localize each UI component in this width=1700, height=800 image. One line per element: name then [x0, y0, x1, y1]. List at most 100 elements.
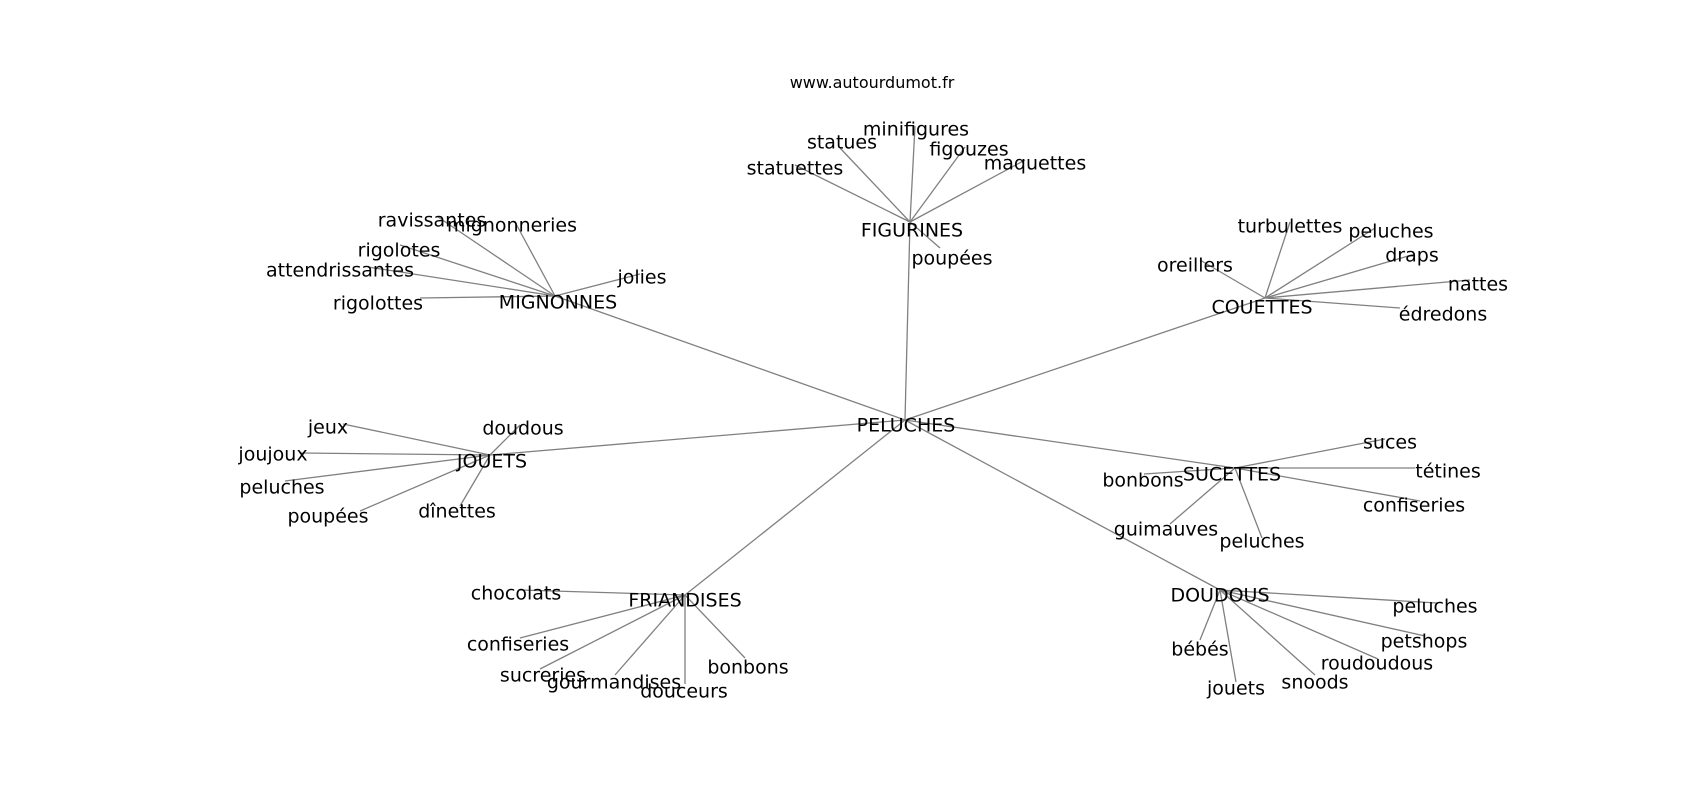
leaf-node-label: poupées [287, 506, 368, 528]
edge-group-to-leaf [614, 594, 686, 676]
edge-group-to-leaf [1264, 227, 1376, 299]
edge-group-to-leaf [684, 594, 746, 659]
edge-group-to-leaf [839, 147, 911, 223]
group-node-label: FRIANDISES [628, 590, 741, 612]
group-node-label: JOUETS [456, 451, 527, 473]
group-node-label: SUCETTES [1183, 464, 1281, 486]
edge-center-to-group [904, 221, 911, 421]
edge-group-to-leaf [1234, 467, 1263, 539]
leaf-node-label: douceurs [640, 681, 728, 703]
leaf-node-label: peluches [1392, 596, 1477, 618]
edge-group-to-leaf [1234, 467, 1421, 502]
leaf-node-label: bonbons [707, 657, 788, 679]
edge-group-to-leaf [1219, 589, 1379, 660]
leaf-node-label: draps [1385, 245, 1438, 267]
leaf-node-label: statuettes [747, 158, 844, 180]
edge-group-to-leaf [909, 125, 916, 223]
leaf-node-label: roudoudous [1321, 653, 1433, 675]
edge-group-to-leaf [459, 454, 491, 507]
site-url: www.autourdumot.fr [790, 73, 955, 92]
leaf-node-label: petshops [1381, 631, 1468, 653]
edge-group-to-leaf [554, 273, 641, 297]
edge-group-to-leaf [1169, 467, 1236, 525]
edge-group-to-leaf [1264, 253, 1416, 299]
edge-center-to-group [554, 295, 906, 421]
leaf-node-label: poupées [911, 248, 992, 270]
edge-group-to-leaf [519, 594, 686, 639]
edge-group-to-leaf [1264, 221, 1291, 299]
edge-group-to-leaf [794, 164, 911, 223]
leaf-node-label: figouzes [929, 139, 1008, 161]
edge-group-to-leaf [514, 221, 556, 297]
leaf-node-label: mignonneries [447, 215, 577, 237]
edge-group-to-leaf [299, 452, 491, 456]
edge-group-to-leaf [1219, 589, 1438, 604]
leaf-node-label: statues [807, 132, 877, 154]
leaf-node-label: joujoux [237, 444, 307, 466]
edge-group-to-leaf [1199, 589, 1221, 641]
edge-center-to-group [904, 297, 1266, 421]
leaf-node-label: minifigures [863, 119, 969, 141]
edge-group-to-leaf [1264, 297, 1401, 309]
edge-group-to-leaf [1234, 438, 1386, 469]
leaf-node-label: attendrissantes [266, 260, 414, 282]
edge-group-to-leaf [1199, 259, 1266, 299]
graph-edges [284, 125, 1471, 684]
graph-labels: PELUCHES FIGURINES statuettes statuesminifi… [237, 119, 1508, 703]
leaf-node-label: jeux [307, 417, 348, 439]
leaf-node-label: gourmandises [547, 672, 681, 694]
edge-center-to-group [684, 419, 906, 596]
edge-center-to-group [489, 419, 906, 456]
edge-group-to-leaf [909, 221, 941, 249]
leaf-node-label: nattes [1448, 274, 1508, 296]
edge-center-to-group [904, 419, 1236, 469]
leaf-node-label: turbulettes [1238, 216, 1343, 238]
leaf-node-label: jolies [616, 267, 666, 289]
leaf-node-label: peluches [1348, 221, 1433, 243]
leaf-node-label: ravissantes [378, 210, 487, 232]
edge-group-to-leaf [359, 454, 491, 512]
leaf-node-label: maquettes [984, 153, 1086, 175]
edge-group-to-leaf [1219, 589, 1316, 676]
group-node-label: MIGNONNES [499, 292, 617, 314]
group-node-label: FIGURINES [861, 220, 963, 242]
edge-group-to-leaf [909, 146, 966, 223]
edge-group-to-leaf [539, 594, 686, 670]
edge-group-to-leaf [284, 454, 491, 482]
edge-group-to-leaf [1264, 279, 1471, 299]
group-node-label: COUETTES [1211, 297, 1312, 319]
edge-group-to-leaf [1219, 589, 1426, 637]
leaf-node-label: dînettes [418, 501, 496, 523]
edge-center-to-group [904, 419, 1221, 591]
group-node-label: DOUDOUS [1170, 585, 1269, 607]
leaf-node-label: bébés [1171, 639, 1228, 661]
leaf-node-label: rigolottes [333, 293, 423, 315]
edge-group-to-leaf [419, 295, 556, 299]
leaf-node-label: peluches [1219, 531, 1304, 553]
leaf-node-label: chocolats [471, 583, 561, 605]
leaf-node-label: rigolotes [358, 240, 441, 262]
leaf-node-label: peluches [239, 477, 324, 499]
leaf-node-label: confiseries [467, 634, 569, 656]
edge-group-to-leaf [519, 589, 686, 596]
leaf-node-label: jouets [1206, 678, 1265, 700]
leaf-node-label: doudous [482, 418, 563, 440]
center-node-label: PELUCHES [857, 415, 956, 437]
leaf-node-label: guimauves [1114, 519, 1218, 541]
edge-group-to-leaf [1143, 467, 1236, 475]
leaf-node-label: oreillers [1157, 255, 1233, 277]
edge-group-to-leaf [342, 423, 491, 456]
leaf-node-label: sucreries [500, 665, 586, 687]
leaf-node-label: suces [1363, 432, 1417, 454]
leaf-node-label: bonbons [1102, 470, 1183, 492]
edge-group-to-leaf [909, 159, 1026, 223]
edge-group-to-leaf [399, 244, 556, 297]
edge-group-to-leaf [437, 216, 556, 297]
leaf-node-label: édredons [1399, 304, 1487, 326]
edge-group-to-leaf [489, 424, 521, 456]
leaf-node-label: snoods [1281, 672, 1348, 694]
leaf-node-label: confiseries [1363, 495, 1465, 517]
edge-group-to-leaf [1219, 589, 1237, 683]
edge-group-to-leaf [367, 266, 556, 297]
